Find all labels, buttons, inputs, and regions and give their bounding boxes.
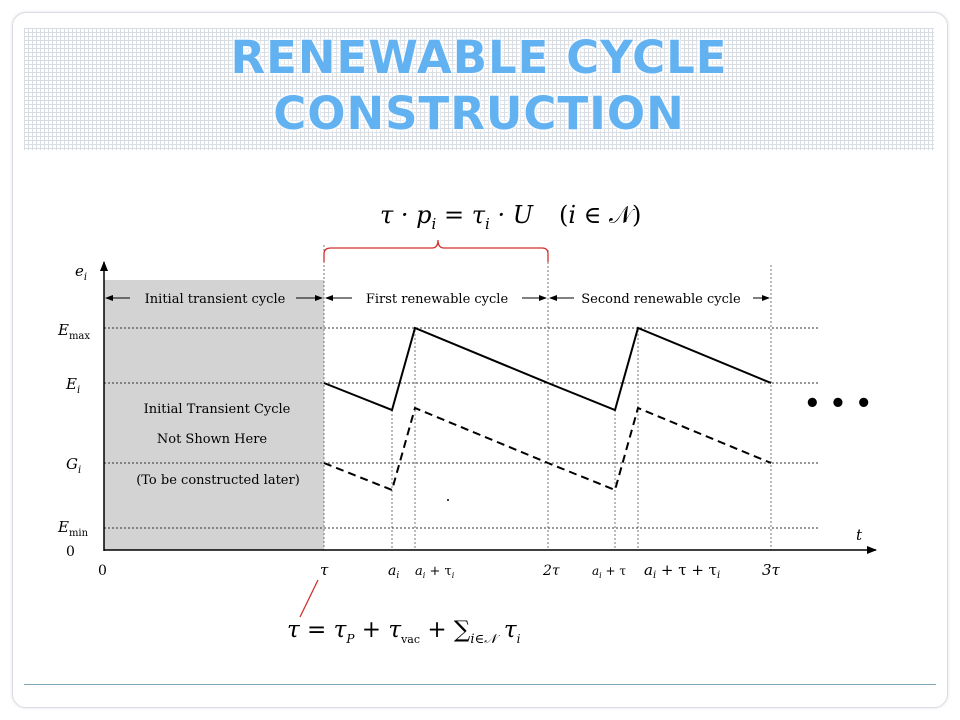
x-tick-ai-plus-tau: ai + τ — [592, 564, 626, 580]
y-tick-zero: 0 — [66, 544, 75, 560]
initial-transient-region — [104, 280, 324, 550]
cycle-brace — [323, 239, 549, 262]
x-tick-ai-plus-tau-plus-taui: ai + τ + τi — [644, 561, 720, 581]
threshold-curve — [323, 406, 772, 492]
title-line-2: CONSTRUCTION — [273, 87, 685, 140]
vertical-guides — [323, 245, 772, 550]
stray-dot — [447, 499, 449, 501]
segment-label-first: First renewable cycle — [366, 292, 509, 307]
box-text-line-3: (To be constructed later) — [136, 473, 300, 488]
footer-rule — [24, 684, 936, 685]
continuation-dots: • • • — [804, 389, 872, 419]
x-tick-2tau: 2τ — [542, 563, 560, 579]
y-tick-emin: Emin — [57, 518, 89, 539]
y-tick-gi: Gi — [66, 455, 81, 476]
x-axis-label: t — [856, 526, 863, 544]
box-text-line-1: Initial Transient Cycle — [144, 402, 291, 417]
slide-title: RENEWABLE CYCLE CONSTRUCTION — [24, 30, 934, 142]
tau-pointer — [299, 579, 319, 618]
segment-label-second: Second renewable cycle — [581, 292, 741, 307]
title-band — [24, 28, 934, 150]
x-tick-ai-plus-taui: ai + τi — [415, 564, 455, 580]
x-tick-ai: ai — [388, 563, 399, 581]
formula-bottom: τ = τP + τvac + ∑i∈𝒩 τi — [287, 617, 521, 647]
x-tick-tau: τ — [320, 561, 329, 579]
x-tick-zero: 0 — [98, 563, 107, 579]
box-text-line-2: Not Shown Here — [157, 432, 268, 447]
formula-top: τ · pi = τi · U(i ∈ 𝒩) — [380, 201, 641, 233]
segment-label-initial: Initial transient cycle — [145, 292, 286, 307]
title-line-1: RENEWABLE CYCLE — [230, 31, 728, 84]
y-tick-emax: Emax — [57, 321, 90, 342]
x-tick-3tau: 3τ — [762, 561, 781, 579]
y-tick-ei: Ei — [65, 375, 80, 396]
horizontal-guides — [104, 327, 818, 529]
energy-curve — [323, 326, 772, 412]
y-axis-label: ei — [75, 262, 87, 283]
